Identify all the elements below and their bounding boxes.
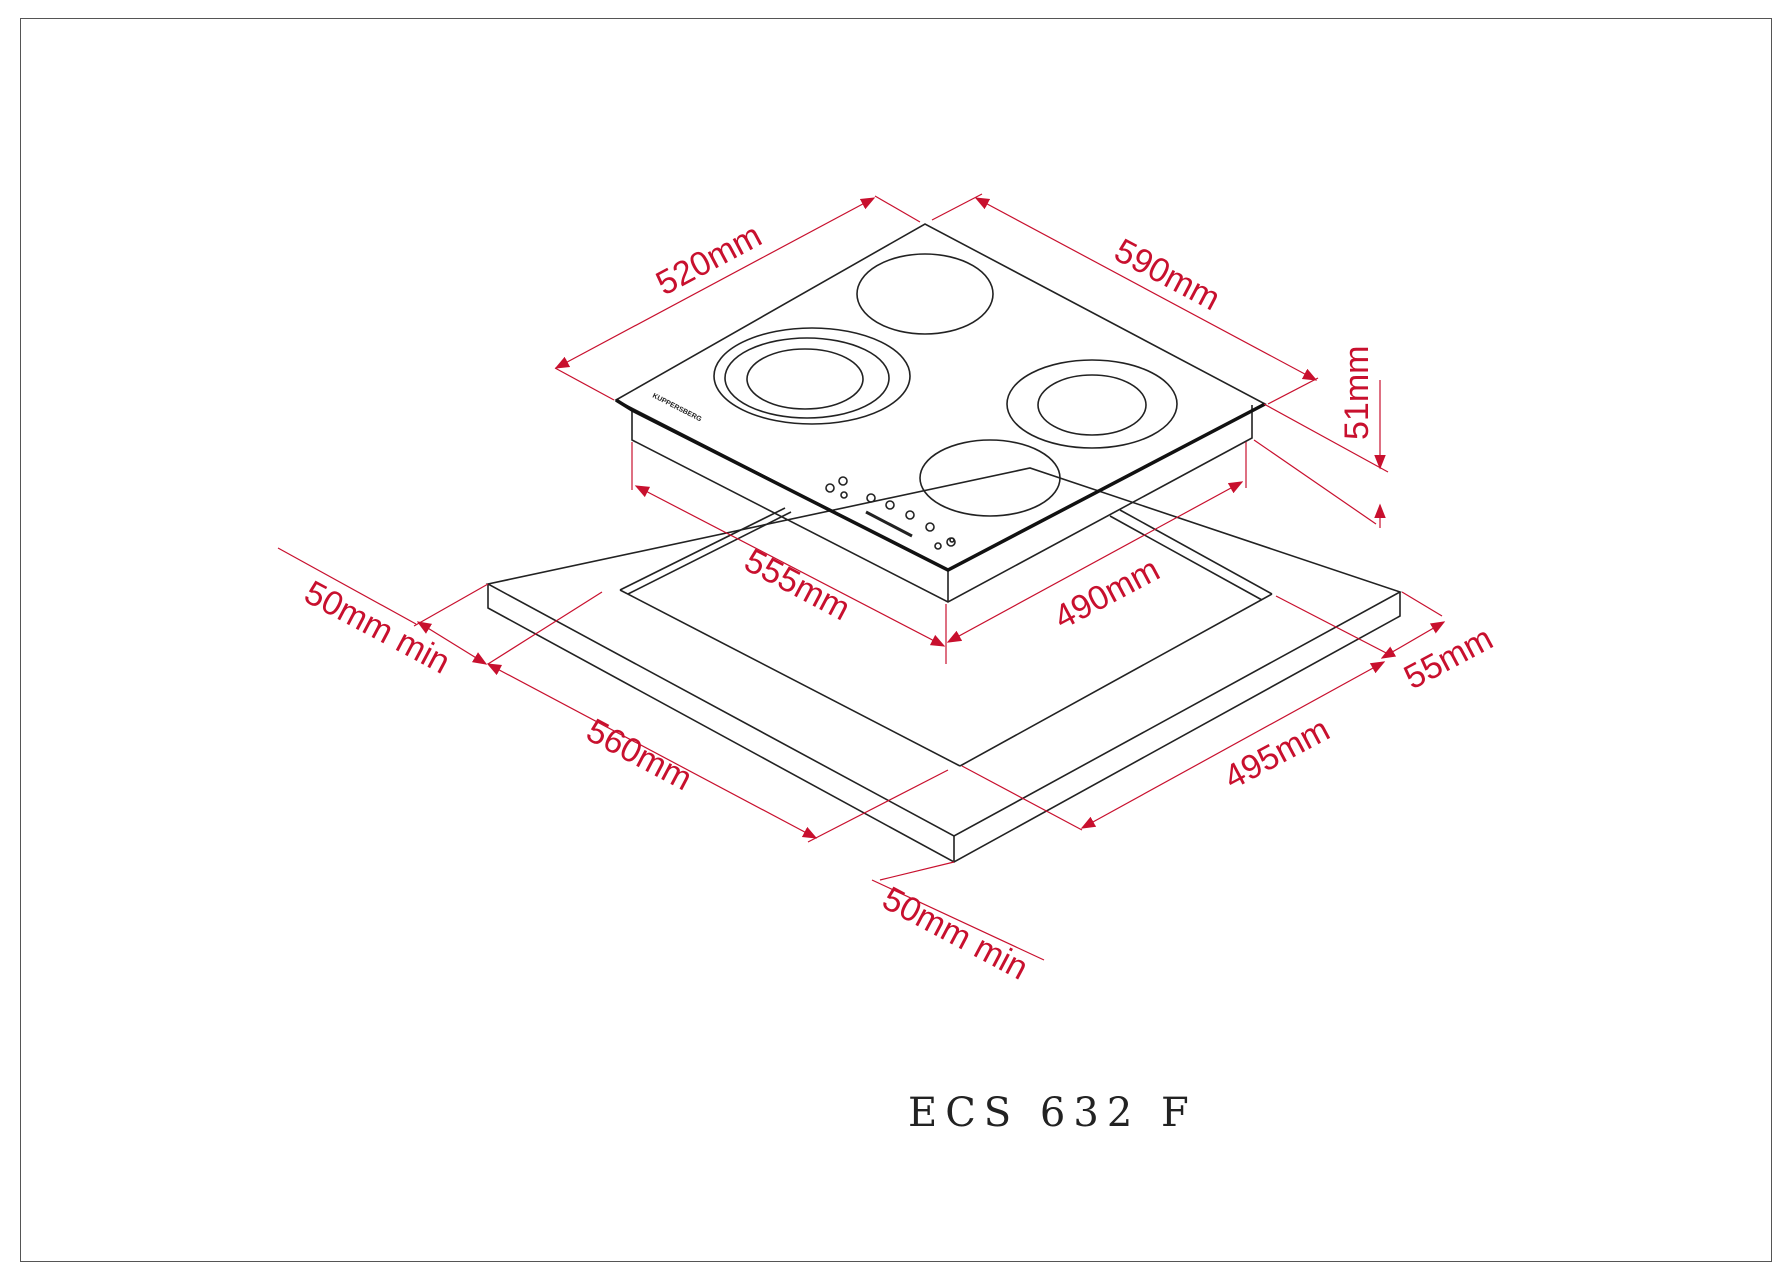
dim-label-side-clearance: 55mm <box>1398 619 1499 697</box>
burners <box>713 253 1178 517</box>
dim-label-height: 51mm <box>1338 346 1376 440</box>
burner-front-right <box>919 439 1061 517</box>
dim-label-top-width: 520mm <box>650 216 768 303</box>
dimension-lines <box>277 193 1446 961</box>
burner-rear-right-inner <box>1037 374 1147 436</box>
dim-label-front-clearance: 50mm min <box>876 880 1034 988</box>
dim-label-counter-width: 560mm <box>580 712 698 799</box>
model-name: ECS 632 F <box>908 1090 1197 1136</box>
drawing-frame <box>20 18 1772 1262</box>
dim-label-cutout-width: 555mm <box>738 542 856 629</box>
burner-rear-left <box>856 253 994 335</box>
dim-label-counter-depth: 495mm <box>1218 710 1336 797</box>
dim-label-top-depth: 590mm <box>1108 232 1226 319</box>
power-button-icon <box>825 483 835 493</box>
dim-label-left-clearance: 50mm min <box>298 574 456 682</box>
dim-label-cutout-depth: 490mm <box>1048 550 1166 637</box>
burner-front-left-inner <box>746 348 864 410</box>
brand-logo: KUPPERSBERG <box>651 393 703 424</box>
countertop <box>485 467 1402 863</box>
